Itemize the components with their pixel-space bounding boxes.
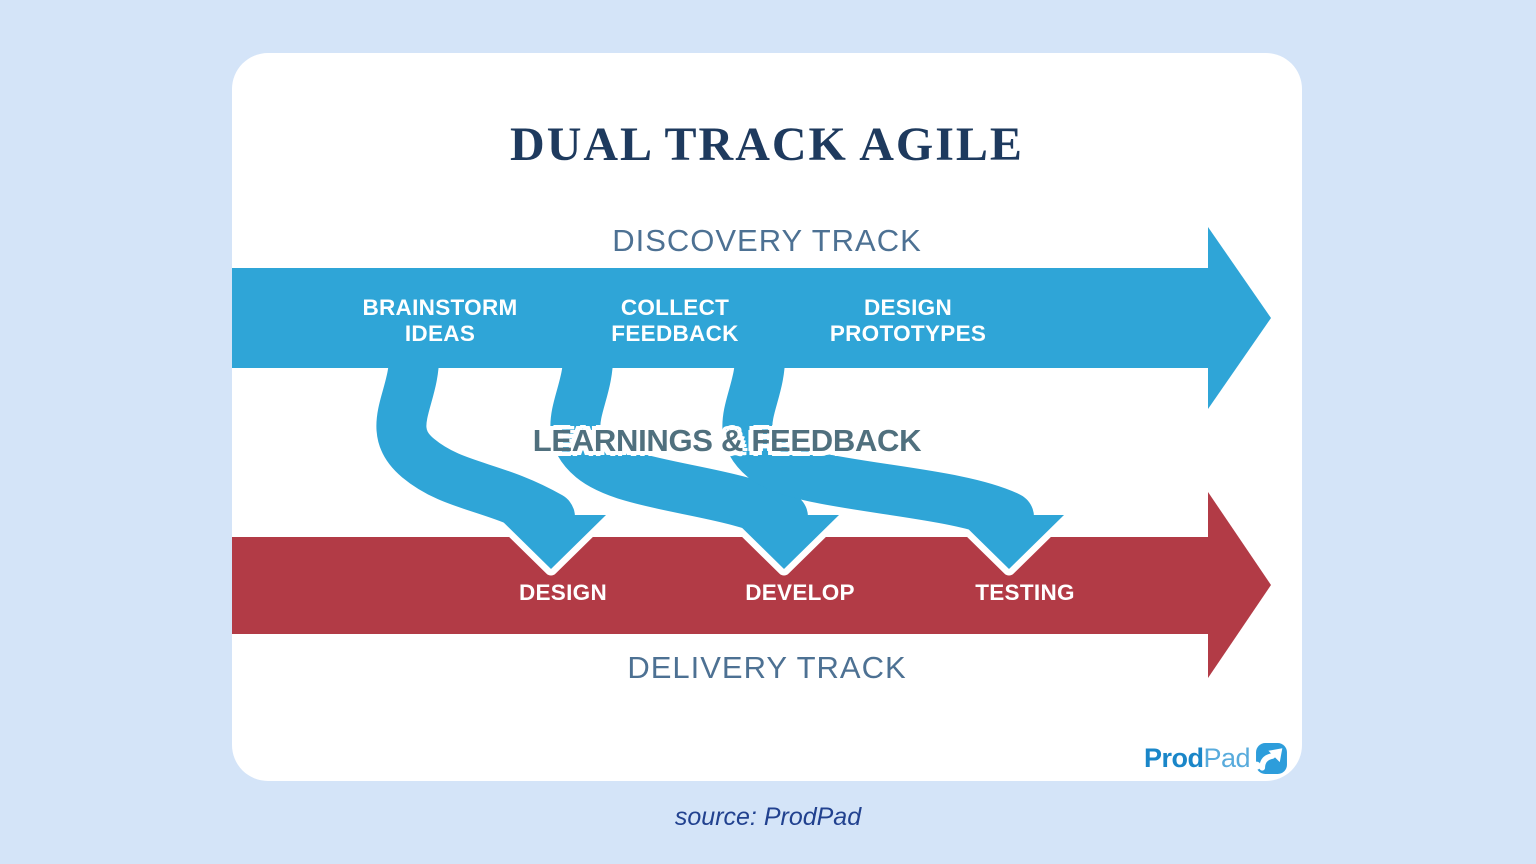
discovery-step-design-prototypes: DESIGN PROTOTYPES bbox=[768, 295, 1048, 347]
delivery-track-arrow bbox=[232, 492, 1271, 678]
down-arrowhead-3-icon bbox=[954, 515, 1064, 569]
discovery-track-label: DISCOVERY TRACK bbox=[612, 223, 922, 258]
step-line: FEEDBACK bbox=[611, 321, 739, 346]
logo-text-prod: Prod bbox=[1143, 743, 1204, 773]
step-line: COLLECT bbox=[620, 295, 730, 320]
delivery-step-develop: DEVELOP bbox=[745, 580, 855, 605]
delivery-track-label: DELIVERY TRACK bbox=[627, 650, 907, 685]
step-line: PROTOTYPES bbox=[829, 321, 987, 346]
discovery-step-collect-feedback: COLLECT FEEDBACK bbox=[535, 295, 815, 347]
feedback-ribbons bbox=[376, 328, 1034, 542]
page-title: DUAL TRACK AGILE bbox=[510, 118, 1024, 171]
logo-text-pad: Pad bbox=[1203, 743, 1250, 773]
source-caption: source: ProdPad bbox=[674, 803, 862, 831]
discovery-track-bar bbox=[232, 268, 1210, 368]
learnings-feedback-label: LEARNINGS & FEEDBACK bbox=[532, 423, 922, 458]
logo-icon-notch bbox=[1255, 761, 1261, 770]
arrow-up-right-icon bbox=[1255, 743, 1287, 774]
prodpad-logo-text: ProdPad bbox=[1143, 743, 1251, 774]
delivery-track-bar bbox=[232, 537, 1210, 634]
down-arrowhead-1-icon bbox=[496, 515, 606, 569]
ribbon-arrowheads bbox=[496, 515, 1064, 569]
delivery-step-design: DESIGN bbox=[518, 580, 608, 605]
logo-arrow-head bbox=[1268, 748, 1283, 763]
delivery-arrowhead-icon bbox=[1208, 492, 1271, 678]
diagram-card: DUAL TRACK AGILE DISCOVERY TRACK BRAINST… bbox=[232, 53, 1302, 781]
prodpad-logo: ProdPad bbox=[1144, 742, 1288, 775]
feedback-ribbon-3 bbox=[722, 328, 1034, 542]
feedback-ribbon-2 bbox=[550, 328, 808, 542]
feedback-ribbon-1 bbox=[376, 328, 575, 542]
step-line: DESIGN bbox=[863, 295, 953, 320]
discovery-step-brainstorm-ideas: BRAINSTORM IDEAS bbox=[300, 295, 580, 347]
step-line: BRAINSTORM bbox=[362, 295, 518, 320]
discovery-arrowhead-icon bbox=[1208, 227, 1271, 409]
delivery-step-testing: TESTING bbox=[975, 580, 1075, 605]
step-line: IDEAS bbox=[404, 321, 476, 346]
discovery-track-arrow bbox=[232, 227, 1271, 409]
logo-arrow-tail bbox=[1259, 753, 1276, 771]
dual-track-diagram bbox=[232, 227, 1271, 678]
down-arrowhead-2-icon bbox=[729, 515, 839, 569]
